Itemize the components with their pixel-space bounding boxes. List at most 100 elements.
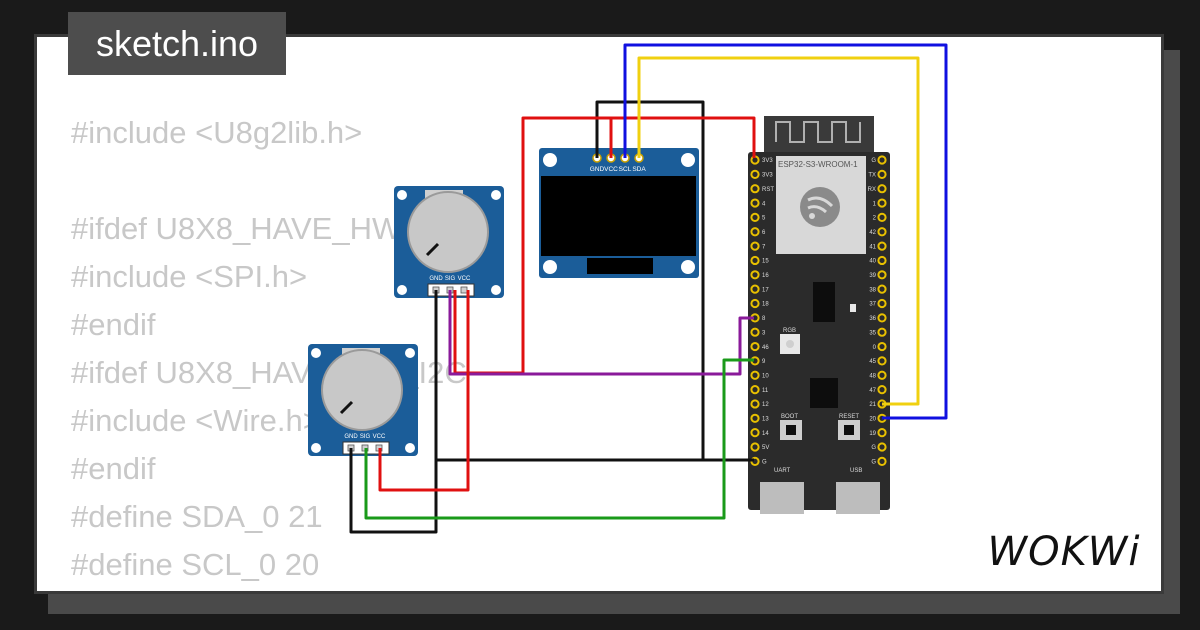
wokwi-logo-text: WOKWi <box>987 529 1141 575</box>
esp-pin-rx[interactable] <box>877 184 887 194</box>
esp-pin-label: 10 <box>762 373 769 379</box>
rgb-label: RGB <box>783 328 796 334</box>
esp-pin-17[interactable] <box>750 284 760 294</box>
esp-pin-rst[interactable] <box>750 184 760 194</box>
boot-label: BOOT <box>781 414 798 420</box>
esp-pin-label: G <box>871 445 876 451</box>
oled-pin-label: VCC <box>604 166 618 173</box>
code-line: #include <Wire.h> <box>71 403 321 438</box>
esp-pin-40[interactable] <box>877 255 887 266</box>
esp-pin-3v3[interactable] <box>750 169 760 179</box>
esp-pin-47[interactable] <box>877 385 887 395</box>
esp-pin-2[interactable] <box>877 212 887 222</box>
esp-pin-label: 15 <box>762 259 769 265</box>
esp-pin-1[interactable] <box>877 198 887 208</box>
esp-pin-label: 12 <box>762 402 769 408</box>
preview-card: #include <U8g2lib.h> #ifdef U8X8_HAVE_HW… <box>34 34 1164 594</box>
code-line: #define SDA_0 21 <box>71 499 323 534</box>
esp-pin-label: TX <box>868 173 876 179</box>
esp-pin-label: 41 <box>869 244 876 250</box>
module-label: ESP32-S3-WROOM-1 <box>778 160 858 169</box>
esp-pin-g[interactable] <box>877 456 887 466</box>
usb-label: USB <box>850 468 862 474</box>
esp-pin-label: 8 <box>762 316 766 322</box>
oled-screen <box>541 176 696 256</box>
wire-oled-gnd <box>595 100 754 462</box>
esp-pin-45[interactable] <box>877 356 887 366</box>
esp-pin-label: 18 <box>762 302 769 308</box>
esp-pin-15[interactable] <box>750 255 760 266</box>
esp-pin-label: 37 <box>869 302 876 308</box>
esp-pin-10[interactable] <box>750 370 760 380</box>
esp-pin-42[interactable] <box>877 227 887 237</box>
esp-pin-label: 2 <box>873 216 877 222</box>
esp-pin-5[interactable] <box>750 212 760 222</box>
esp-pin-label: 7 <box>762 244 766 250</box>
esp-pin-38[interactable] <box>877 284 887 294</box>
esp-pin-label: 35 <box>869 330 876 336</box>
esp-pin-12[interactable] <box>750 399 760 409</box>
wokwi-logo: WOKWi <box>976 526 1152 578</box>
wire-oled-sda <box>637 56 920 406</box>
esp-pin-36[interactable] <box>877 313 887 323</box>
esp-pin-label: 38 <box>869 287 876 293</box>
esp-pin-label: 47 <box>869 388 876 394</box>
esp-pin-label: 46 <box>762 345 769 351</box>
esp-pin-label: 3 <box>762 330 766 336</box>
esp-pin-7[interactable] <box>750 241 760 251</box>
esp-pin-label: RST <box>762 187 774 193</box>
oled-pin-label: SCL <box>619 166 632 173</box>
oled-pin-label: SDA <box>632 166 646 173</box>
pot-pin-label: SIG <box>360 434 371 440</box>
esp-pin-46[interactable] <box>750 341 760 352</box>
esp-pin-19[interactable] <box>877 428 887 438</box>
esp-pin-label: 6 <box>762 230 766 236</box>
esp-pin-label: 45 <box>869 359 876 365</box>
pot-pin-label: GND <box>429 276 443 282</box>
wire-pot1-sig <box>448 290 754 376</box>
esp-pin-label: 9 <box>762 359 766 365</box>
code-preview: #include <U8g2lib.h> #ifdef U8X8_HAVE_HW… <box>71 109 550 591</box>
esp-pin-16[interactable] <box>750 270 760 280</box>
pot-pin-vcc[interactable] <box>460 286 468 294</box>
code-line: #endif <box>71 451 156 486</box>
esp-pin-label: 1 <box>873 201 877 207</box>
esp-pin-label: 16 <box>762 273 769 279</box>
esp-pin-4[interactable] <box>750 198 760 208</box>
esp-pin-tx[interactable] <box>877 169 887 179</box>
code-line: #include <SPI.h> <box>71 259 308 294</box>
esp-pin-39[interactable] <box>877 270 887 280</box>
esp-pin-g[interactable] <box>877 442 887 452</box>
esp-pin-3[interactable] <box>750 327 760 337</box>
esp-pin-label: G <box>871 460 876 466</box>
esp-pin-14[interactable] <box>750 428 760 438</box>
usb-port <box>836 482 880 514</box>
esp-pin-0[interactable] <box>877 341 887 352</box>
uart-label: UART <box>774 468 791 474</box>
esp-pin-41[interactable] <box>877 241 887 251</box>
knob[interactable] <box>321 349 403 431</box>
esp-pin-11[interactable] <box>750 385 760 395</box>
wire-oled-vcc-esp <box>611 116 756 158</box>
esp-pin-label: 4 <box>762 201 766 207</box>
esp-pin-5v[interactable] <box>750 442 760 452</box>
esp-pin-18[interactable] <box>750 298 760 309</box>
knob[interactable] <box>407 191 489 273</box>
esp32-s3-board[interactable]: ESP32-S3-WROOM-1 RGB BOOT RESET UART USB… <box>748 116 890 514</box>
wire-oled-scl <box>623 43 948 420</box>
esp-pin-37[interactable] <box>877 298 887 309</box>
code-line: #include <U8g2lib.h> <box>71 115 363 150</box>
sketch-title: sketch.ino <box>68 12 286 75</box>
reset-label: RESET <box>839 414 859 420</box>
esp-pin-g[interactable] <box>877 155 887 165</box>
pot-pin-label: GND <box>344 434 358 440</box>
esp-pin-6[interactable] <box>750 227 760 237</box>
esp-pin-label: 5V <box>762 445 769 451</box>
esp-pin-48[interactable] <box>877 370 887 380</box>
esp-pin-label: 21 <box>869 402 876 408</box>
esp-pin-35[interactable] <box>877 327 887 337</box>
esp-pin-13[interactable] <box>750 413 760 423</box>
